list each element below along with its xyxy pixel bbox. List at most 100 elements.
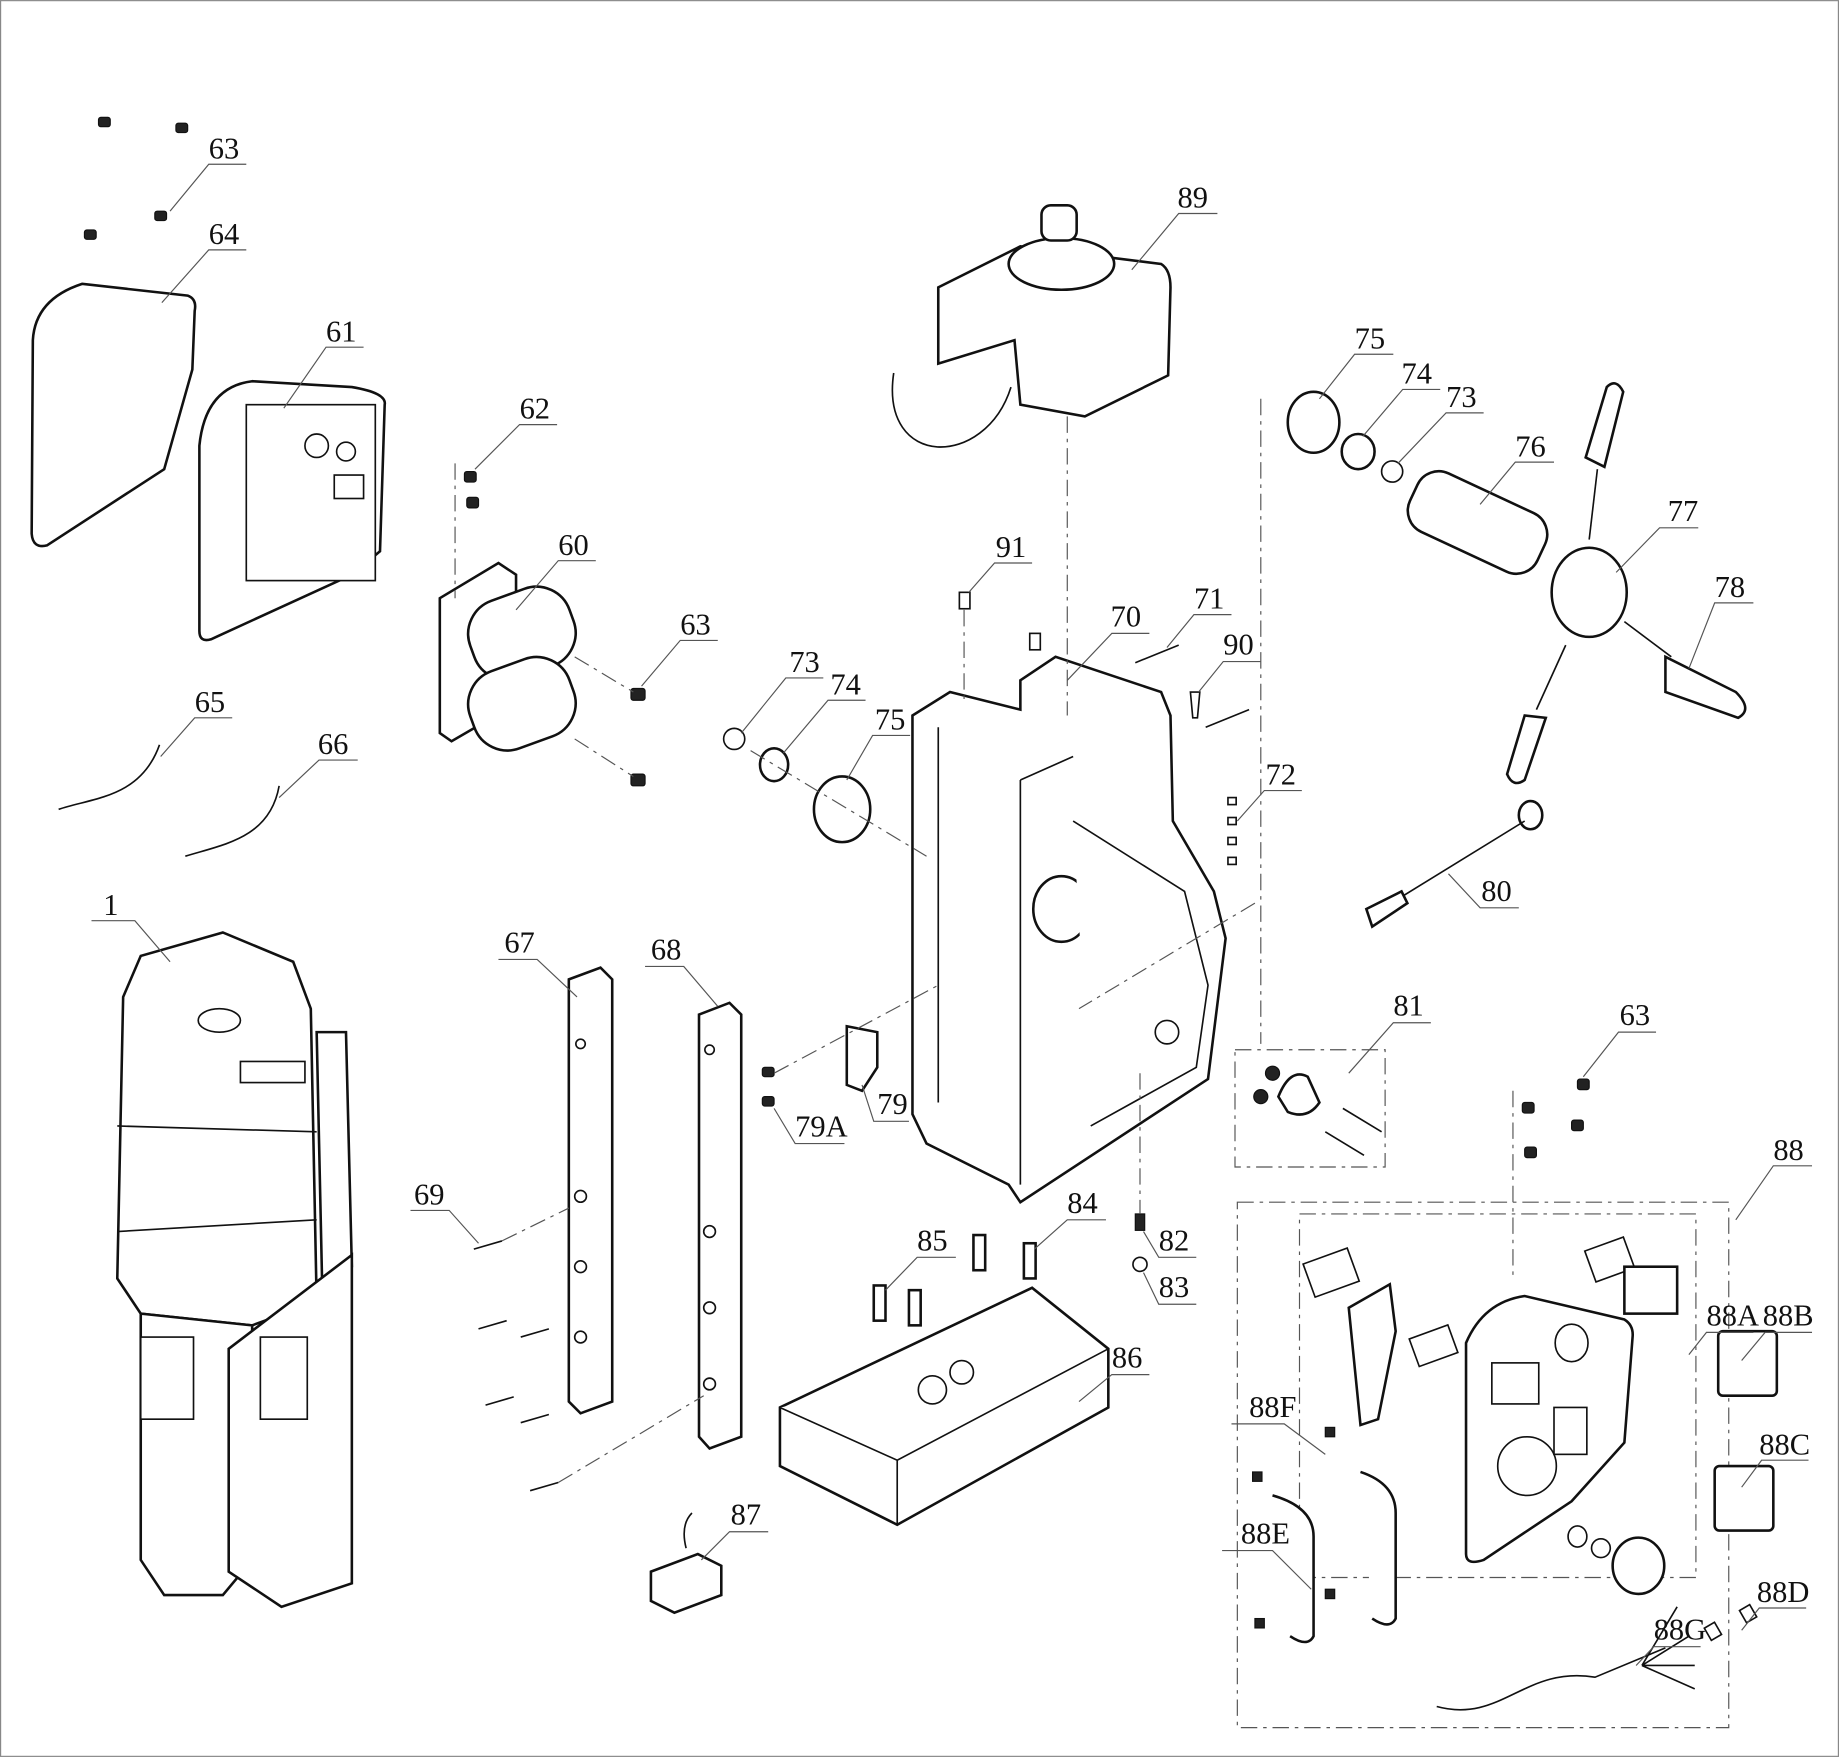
callout-90: 90: [1198, 627, 1261, 693]
svg-text:62: 62: [520, 392, 550, 426]
part-88-control-panel: [1236, 1201, 1779, 1729]
callout-72: 72: [1236, 758, 1302, 822]
callout-85: 85: [885, 1223, 956, 1291]
callout-62: 62: [474, 392, 558, 470]
part-62-screws: [463, 470, 480, 509]
callout-88G: 88G: [1635, 1613, 1706, 1666]
part-63-screws-mid: [630, 687, 646, 787]
callout-63: 63: [169, 131, 247, 212]
svg-text:63: 63: [1620, 998, 1650, 1032]
svg-text:88E: 88E: [1241, 1516, 1290, 1550]
callout-64: 64: [161, 217, 247, 304]
part-76-pinion-shaft: [1406, 469, 1549, 576]
callout-60: 60: [515, 528, 596, 611]
part-84-85-bolts: [872, 1233, 1037, 1327]
callout-65: 65: [160, 685, 233, 757]
part-82-83-screw-washer: [1132, 1213, 1148, 1273]
svg-text:81: 81: [1393, 989, 1423, 1023]
svg-text:87: 87: [731, 1498, 761, 1532]
callout-73-left: 73: [740, 645, 824, 734]
callout-63-mid: 63: [641, 608, 718, 687]
part-79-bracket: [761, 1024, 879, 1107]
svg-text:73: 73: [1446, 380, 1476, 414]
svg-text:88F: 88F: [1249, 1390, 1296, 1424]
part-77-78-handles: [1505, 382, 1747, 785]
svg-text:82: 82: [1159, 1223, 1189, 1257]
callout-82: 82: [1143, 1223, 1197, 1258]
callout-88D: 88D: [1741, 1575, 1810, 1631]
part-91-pins: [958, 591, 1042, 651]
callout-74-right: 74: [1362, 357, 1441, 437]
assembly-lines: [454, 398, 1514, 1484]
callout-91: 91: [968, 530, 1033, 593]
svg-text:80: 80: [1481, 874, 1511, 908]
svg-text:63: 63: [209, 131, 239, 165]
svg-text:91: 91: [996, 530, 1026, 564]
svg-text:60: 60: [558, 528, 588, 562]
callout-80: 80: [1448, 873, 1519, 909]
part-73-74-75-left: [722, 727, 872, 844]
part-63-screws-right: [1521, 1078, 1590, 1159]
svg-text:88D: 88D: [1757, 1575, 1810, 1609]
svg-text:86: 86: [1112, 1341, 1142, 1375]
callout-83: 83: [1142, 1270, 1197, 1305]
callout-70: 70: [1066, 599, 1150, 681]
svg-text:63: 63: [680, 608, 710, 642]
part-66-wire: [185, 785, 280, 857]
callout-81: 81: [1348, 989, 1431, 1074]
svg-text:71: 71: [1194, 582, 1224, 616]
callout-88: 88: [1735, 1133, 1813, 1221]
callout-77: 77: [1615, 494, 1699, 573]
svg-text:78: 78: [1715, 570, 1745, 604]
callout-66: 66: [278, 727, 358, 799]
part-71-90-screws: [1134, 644, 1250, 728]
part-67-rail: [567, 966, 614, 1415]
part-65-wire: [58, 744, 161, 811]
svg-text:66: 66: [318, 727, 348, 761]
callout-88A: 88A: [1688, 1298, 1759, 1356]
callout-88C: 88C: [1741, 1427, 1810, 1488]
svg-text:1: 1: [103, 888, 118, 922]
callout-67: 67: [498, 925, 578, 998]
svg-text:85: 85: [917, 1223, 947, 1257]
callout-87: 87: [700, 1498, 769, 1561]
callout-76: 76: [1479, 429, 1555, 505]
part-86-magnet-base: [778, 1286, 1110, 1527]
svg-text:79: 79: [877, 1087, 907, 1121]
svg-text:79A: 79A: [795, 1110, 847, 1144]
svg-text:90: 90: [1223, 627, 1253, 661]
part-64-cover-plate: [30, 282, 197, 548]
part-75-74-73-right: [1286, 390, 1404, 483]
callout-63-right: 63: [1582, 998, 1657, 1078]
callout-71: 71: [1166, 582, 1232, 648]
svg-text:65: 65: [195, 685, 225, 719]
svg-text:89: 89: [1178, 181, 1208, 215]
callout-86: 86: [1078, 1341, 1150, 1403]
part-1-motor-drill: [115, 931, 354, 1609]
svg-text:72: 72: [1265, 758, 1295, 792]
callout-78: 78: [1688, 570, 1754, 669]
callout-79A: 79A: [773, 1108, 848, 1145]
svg-text:64: 64: [209, 217, 239, 251]
svg-text:74: 74: [1402, 357, 1432, 391]
svg-text:88B: 88B: [1763, 1298, 1814, 1332]
svg-text:68: 68: [651, 932, 681, 966]
svg-text:75: 75: [875, 703, 905, 737]
callout-69: 69: [410, 1178, 479, 1244]
callout-88E: 88E: [1222, 1516, 1312, 1590]
svg-text:61: 61: [326, 314, 356, 348]
callout-68: 68: [645, 932, 719, 1007]
callout-1: 1: [91, 888, 171, 963]
part-screws-63-top: [83, 116, 189, 240]
part-80-cable-gland: [1364, 799, 1544, 929]
svg-text:70: 70: [1111, 599, 1141, 633]
svg-text:88A: 88A: [1706, 1298, 1759, 1332]
svg-text:69: 69: [414, 1178, 444, 1212]
svg-text:83: 83: [1159, 1270, 1189, 1304]
svg-text:88: 88: [1773, 1133, 1803, 1167]
svg-text:67: 67: [504, 925, 534, 959]
callouts: 63 64 61 62 60 63 65 66 1 67 68 69 73 74…: [91, 131, 1814, 1666]
part-69-screws: [473, 1240, 559, 1492]
